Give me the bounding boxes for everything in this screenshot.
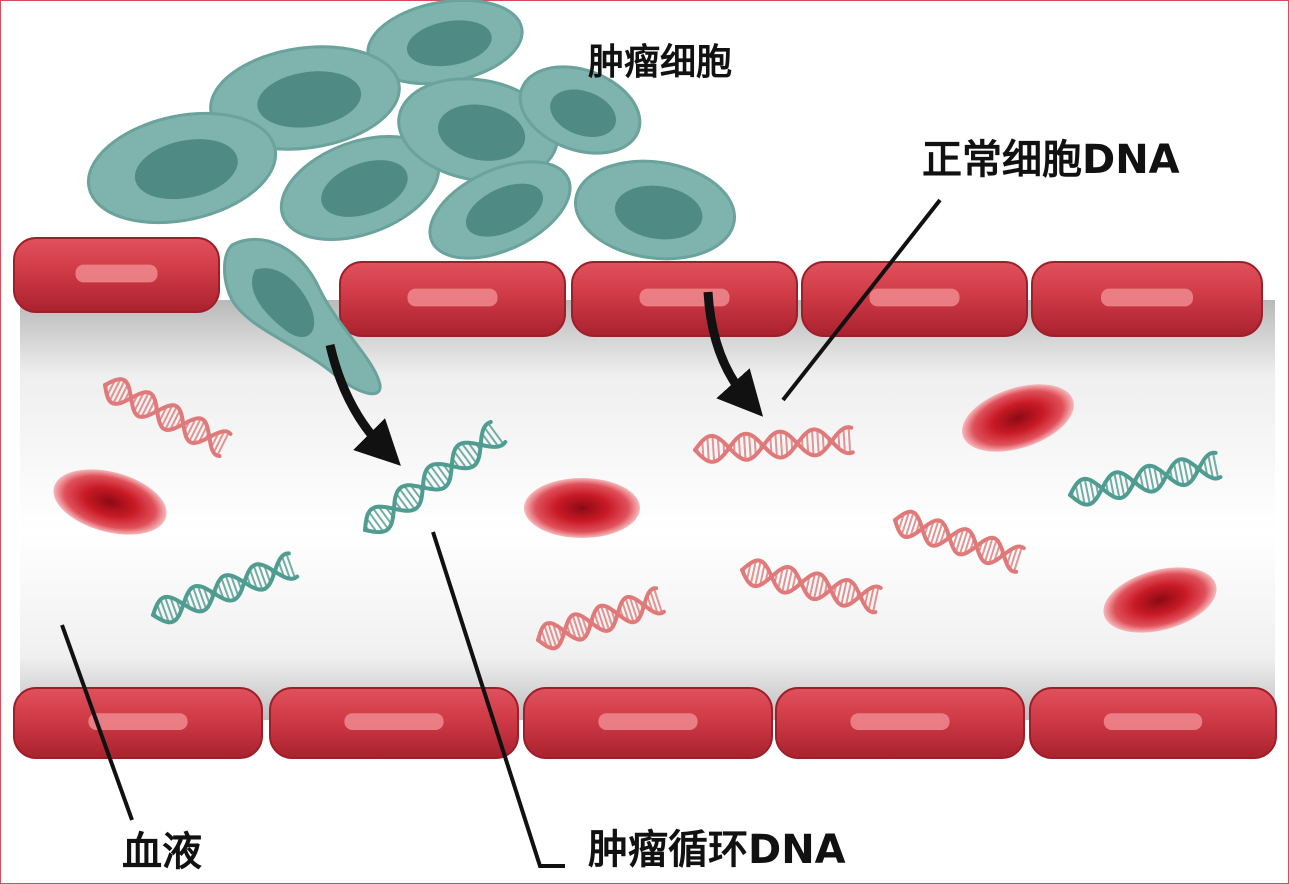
tumor-cell-icon	[428, 160, 572, 260]
dna-helix-icon	[103, 377, 233, 459]
leader-line-normal-dna	[781, 198, 942, 402]
dna-helix-icon	[536, 586, 666, 651]
label-circulating-tumor-dna: 肿瘤循环DNA	[588, 827, 846, 873]
red-blood-cells	[53, 384, 1217, 633]
vessel-wall-segment	[339, 261, 566, 337]
vessel-wall-segment	[1029, 687, 1277, 759]
red-blood-cell-icon	[53, 469, 167, 535]
vessel-wall-segment	[13, 237, 220, 313]
tumor-cell-icon	[573, 159, 737, 261]
leader-line-blood	[60, 624, 134, 821]
vessel-walls	[13, 237, 1277, 759]
label-tumor-cells: 肿瘤细胞	[588, 42, 733, 83]
red-blood-cell-icon	[1103, 567, 1217, 633]
red-blood-cell-icon	[962, 384, 1074, 452]
tumor-cell-icon	[223, 237, 382, 396]
tumor-cell-cluster	[86, 0, 737, 261]
vessel-wall-segment	[13, 687, 263, 759]
dna-helix-icon	[363, 420, 508, 535]
label-blood: 血液	[122, 829, 202, 875]
vessel-wall-segment	[1031, 261, 1263, 337]
vessel-wall-segment	[801, 261, 1028, 337]
dna-helix-icon	[740, 558, 883, 615]
vessel-wall-segment	[523, 687, 773, 759]
vessel-wall-segment	[269, 687, 519, 759]
tumor-cell-icon	[518, 65, 642, 155]
label-normal-cell-dna: 正常细胞DNA	[922, 137, 1180, 183]
blood-plasma	[20, 300, 1275, 720]
leader-line-ctdna	[431, 531, 565, 868]
dna-fragments	[103, 377, 1223, 651]
red-blood-cell-icon	[524, 478, 640, 538]
vessel-wall-segment	[775, 687, 1025, 759]
arrow-icon	[703, 291, 764, 417]
vessel-wall-segment	[571, 261, 798, 337]
tumor-cell-icon	[366, 0, 524, 86]
arrow-icon	[325, 343, 401, 466]
tumor-cell-icon	[397, 77, 559, 183]
dna-helix-icon	[893, 509, 1026, 574]
tumor-cell-icon	[86, 111, 278, 225]
dna-helix-icon	[151, 551, 300, 625]
dna-helix-icon	[1068, 450, 1223, 507]
tumor-cell-icon	[209, 45, 401, 151]
dna-helix-icon	[693, 425, 855, 464]
